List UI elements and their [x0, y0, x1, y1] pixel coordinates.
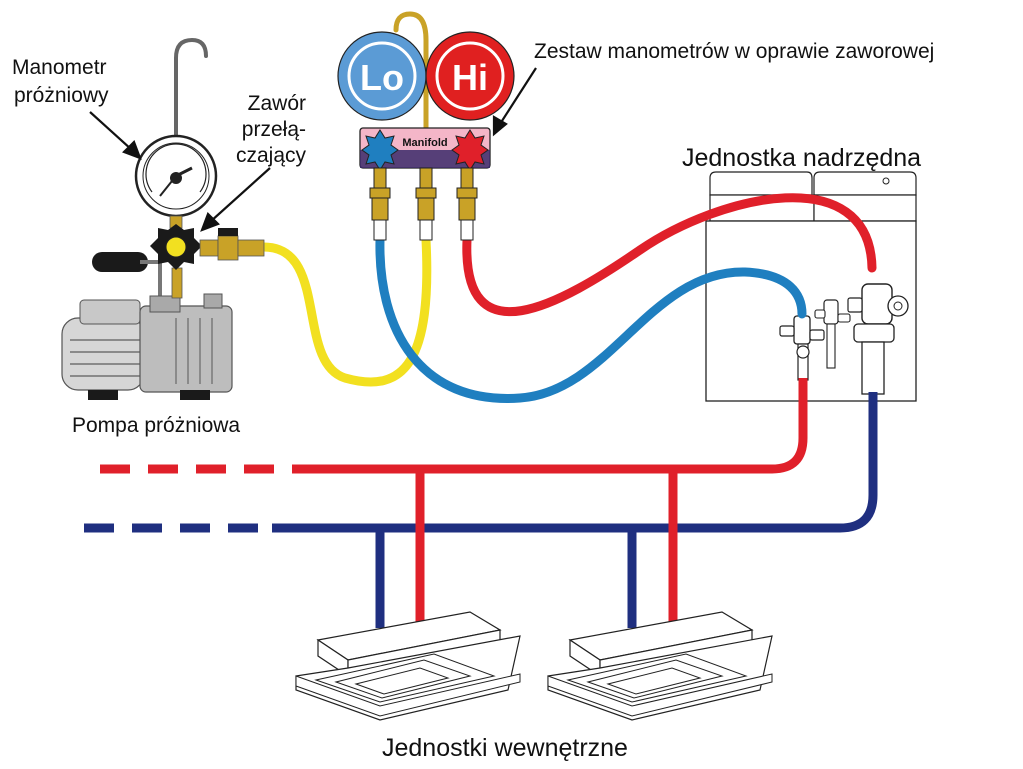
- blue-hose: [375, 235, 807, 403]
- manifold-set-arrow: [499, 67, 537, 125]
- switch-valve-label-line1: Zawór: [248, 92, 306, 115]
- high-valve-knob: [451, 129, 489, 171]
- refrigerant-piping: [84, 378, 878, 628]
- yellow-hose: [257, 235, 432, 387]
- navy-pipe-main: [272, 392, 878, 533]
- vacuum-gauge-hook: [174, 37, 208, 138]
- middle-service-valve: [814, 299, 851, 369]
- low-pressure-gauge: Lo: [337, 31, 427, 121]
- callout-arrows: [89, 67, 537, 232]
- red-hose: [462, 193, 877, 317]
- switch-valve: [150, 224, 265, 270]
- indoor-unit-2: [547, 611, 773, 721]
- vacuum-gauge-label-line1: Manometr: [12, 56, 107, 79]
- manifold-set-label: Zestaw manometrów w oprawie zaworowej: [534, 40, 934, 63]
- vacuum-pump: [61, 252, 233, 400]
- switch-valve-label-line2: przełą-: [242, 118, 306, 141]
- switch-valve-label-line3: czający: [236, 144, 307, 167]
- high-gauge-label: Hi: [452, 57, 488, 98]
- manifold-body-label: Manifold: [402, 137, 447, 149]
- low-valve-knob: [361, 129, 399, 171]
- vacuum-gauge: [134, 37, 218, 229]
- vacuum-pump-label: Pompa próżniowa: [72, 414, 240, 437]
- indoor-units-label: Jednostki wewnętrzne: [382, 734, 628, 762]
- vacuum-gauge-arrow: [89, 111, 133, 151]
- large-service-valve: [847, 283, 909, 395]
- service-hoses: [257, 193, 877, 403]
- switch-valve-arrow: [209, 167, 271, 223]
- manifold-gauge-set: Lo Hi Manifold: [337, 11, 515, 241]
- pump-handle: [92, 252, 148, 272]
- indoor-unit-1: [295, 611, 521, 721]
- red-pipe-main: [292, 378, 808, 474]
- low-gauge-label: Lo: [360, 57, 404, 98]
- manifold-hook: [393, 11, 429, 131]
- vacuum-gauge-label-line2: próżniowy: [14, 84, 109, 107]
- high-pressure-gauge: Hi: [425, 31, 515, 121]
- manifold-ports: [369, 167, 478, 241]
- service-valves: [779, 283, 909, 395]
- outdoor-unit-label: Jednostka nadrzędna: [682, 144, 921, 172]
